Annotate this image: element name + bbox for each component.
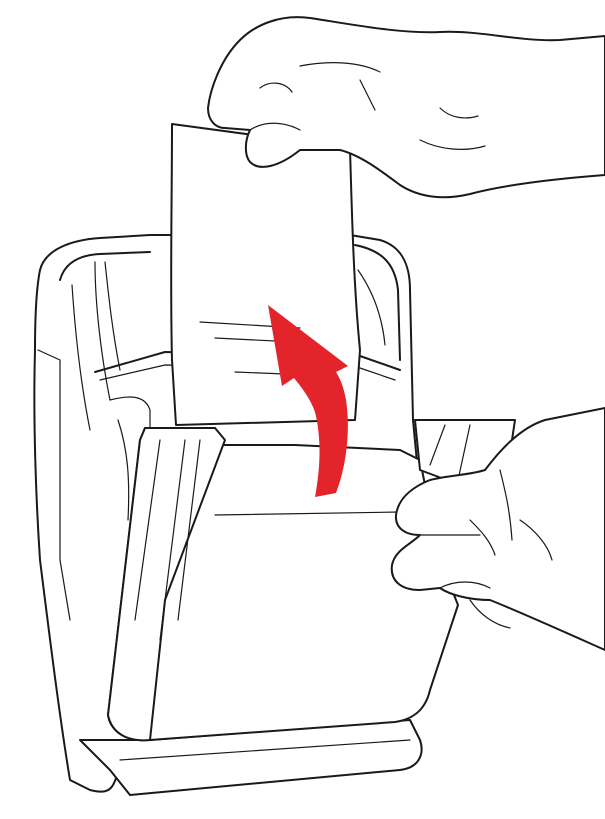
paper-removal-illustration [0, 0, 605, 819]
